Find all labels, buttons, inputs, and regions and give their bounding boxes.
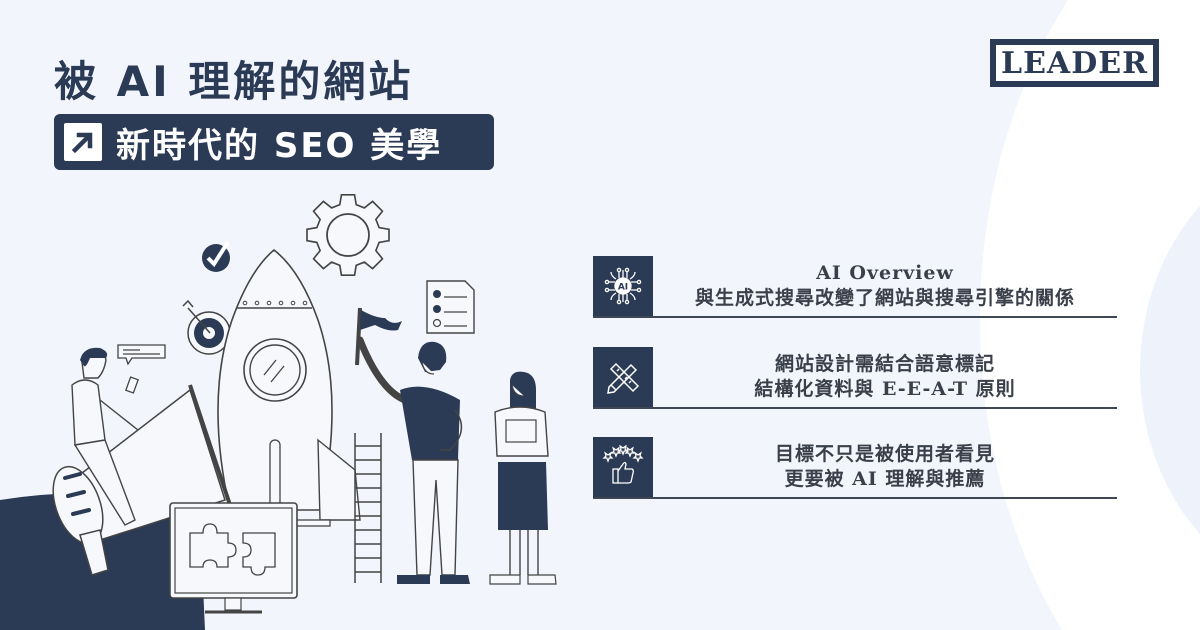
svg-text:AI: AI <box>618 283 628 293</box>
pencil-ruler-icon <box>593 347 653 407</box>
brand-logo[interactable]: LEADER <box>990 39 1159 87</box>
logo-text: LEADER <box>996 45 1153 81</box>
point-line-2: 更要被 AI 理解與推薦 <box>784 468 986 490</box>
rocket-team-illustration <box>0 194 557 630</box>
point-line-1: 網站設計需結合語意標記 <box>774 353 995 375</box>
point-line-2: 與生成式搜尋改變了網站與搜尋引擎的關係 <box>694 287 1075 309</box>
point-card-ai-overview: AI AI Overview 與生成式搜尋改變了網站與搜尋引擎的關係 <box>593 256 1117 318</box>
point-card-ai-recommendation: 目標不只是被使用者看見 更要被 AI 理解與推薦 <box>593 437 1117 499</box>
rocket-icon <box>217 248 361 527</box>
checklist-document-icon <box>426 280 475 334</box>
target-icon <box>182 299 231 355</box>
ai-circuit-icon: AI <box>593 256 653 316</box>
point-card-semantic-markup: 網站設計需結合語意標記 結構化資料與 E-E-A-T 原則 <box>593 347 1117 409</box>
point-line-1: 目標不只是被使用者看見 <box>774 443 995 465</box>
subtitle-text: 新時代的 SEO 美學 <box>116 125 443 166</box>
ladder-icon <box>354 433 382 583</box>
point-line-2: 結構化資料與 E-E-A-T 原則 <box>754 378 1016 400</box>
woman-with-flag-figure <box>355 307 470 584</box>
point-line-1: AI Overview <box>816 262 954 284</box>
gear-icon <box>306 194 390 276</box>
subtitle-banner: 新時代的 SEO 美學 <box>54 114 494 170</box>
woman-with-book-figure <box>489 371 557 585</box>
check-circle-icon <box>202 240 230 272</box>
arrow-up-right-icon <box>64 123 102 161</box>
monitor-puzzle-icon <box>169 502 298 614</box>
page-title: 被 AI 理解的網站 <box>54 57 414 106</box>
thumbs-up-stars-icon <box>593 437 653 497</box>
man-with-phone-figure <box>71 344 166 526</box>
